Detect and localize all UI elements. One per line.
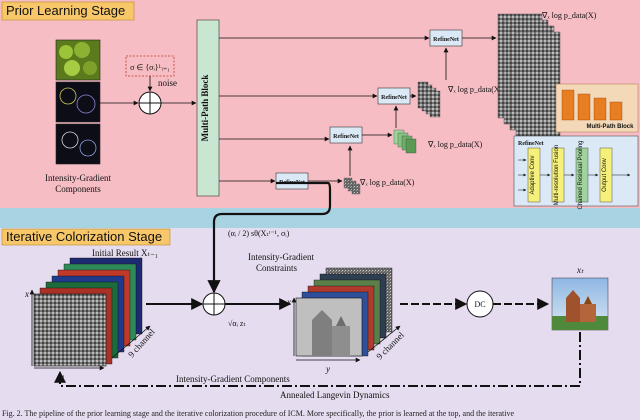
dc-label: DC: [474, 300, 485, 309]
noise-label: noise: [158, 78, 177, 88]
initial-result-stack: [33, 257, 143, 367]
constraints-label-1: Intensity-Gradient: [248, 252, 314, 262]
svg-text:Chained Residual Pooling: Chained Residual Pooling: [578, 140, 584, 209]
prior-stage-title: Prior Learning Stage: [6, 3, 125, 18]
svg-text:RefineNet: RefineNet: [518, 141, 544, 147]
component-images: [55, 39, 101, 165]
grad-label-1: ∇ₓ log p_data(X): [359, 178, 415, 187]
stage-connector: [207, 181, 332, 294]
components-label-2: Components: [55, 184, 101, 194]
refinenet-3: RefineNet: [377, 87, 411, 105]
sigma-label: σ ∈ {σᵢ}ᴸᵢ₌₁: [130, 63, 170, 72]
sum-node-bottom: [202, 292, 226, 316]
final-color-image: [551, 277, 609, 331]
feedback-loop: [54, 332, 581, 387]
feature-stack-3: [417, 81, 441, 118]
feature-stack-2: [393, 129, 417, 154]
colorization-stage-title: Iterative Colorization Stage: [6, 229, 162, 244]
svg-text:RefineNet: RefineNet: [381, 95, 407, 101]
constraint-result-stack: [295, 267, 393, 357]
grad-label-2: ∇ₓ log p_data(X): [427, 140, 483, 149]
components-label: Intensity-Gradient: [45, 173, 111, 183]
feature-stack-1: [343, 177, 361, 195]
formula-label: (αᵢ / 2) sθ(Xₜᵗ⁻¹, σᵢ): [228, 229, 290, 238]
grad-label-4: ∇ₓ log p_data(X): [541, 11, 597, 20]
feedback-components-label: Intensity-Gradient Components: [176, 374, 290, 384]
refinenet-4: RefineNet: [429, 29, 463, 47]
noise-term-label: √αᵢ zₜ: [228, 319, 246, 328]
svg-text:Output Conv: Output Conv: [602, 158, 608, 192]
sum-node-top: [138, 91, 162, 115]
refinenet-1: RefineNet: [275, 172, 309, 190]
y-axis-label-1: x: [24, 289, 29, 299]
constraints-label-2: Constraints: [256, 263, 297, 273]
grad-label-3: ∇ₓ log p_data(X): [447, 85, 503, 94]
inset-multipath: Multi-Path Block: [555, 83, 639, 133]
svg-text:Adaptive Conv: Adaptive Conv: [530, 155, 536, 194]
y-axis-label-2: x: [286, 297, 291, 307]
colorization-stage-tab: [1, 228, 171, 246]
prior-stage-tab: [1, 1, 135, 21]
svg-text:RefineNet: RefineNet: [433, 37, 459, 43]
inset-refinenet: RefineNet Adaptive Conv Multi-resolution…: [513, 135, 639, 210]
initial-result-label: Initial Result Xₜ₋₁: [92, 248, 158, 258]
annealed-label: Annealed Langevin Dynamics: [280, 390, 390, 400]
svg-text:RefineNet: RefineNet: [333, 134, 359, 140]
refinenet-2: RefineNet: [329, 126, 363, 144]
figure-caption: Fig. 2. The pipeline of the prior learni…: [2, 409, 514, 418]
multipath-block: [196, 19, 220, 197]
svg-text:Multi-Path Block: Multi-Path Block: [586, 124, 634, 130]
x-axis-label-2: y: [325, 364, 330, 374]
stage-separator: [0, 208, 640, 228]
feature-stack-4: [497, 13, 561, 137]
output-label: xₜ: [576, 265, 584, 275]
svg-text:Multi-resolution Fusion: Multi-resolution Fusion: [554, 145, 560, 205]
multipath-label: Multi-Path Block: [200, 75, 210, 142]
